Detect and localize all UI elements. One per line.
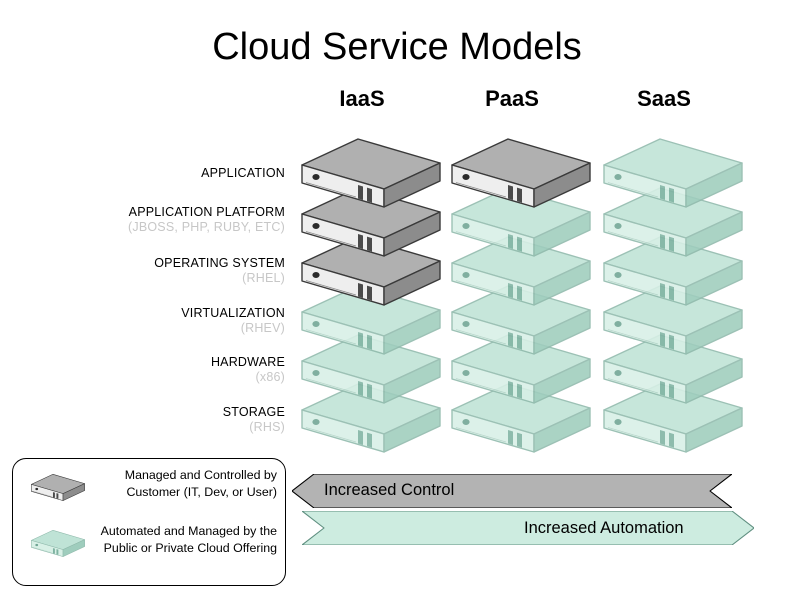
layer-label-main: APPLICATION (201, 166, 285, 180)
server-box-paas-operating-system (446, 235, 596, 315)
server-box-saas-virtualization (598, 284, 748, 364)
legend-item-cloud-label: Automated and Managed by the Public or P… (100, 524, 277, 555)
server-box-saas-storage (598, 382, 748, 462)
layer-label-main: OPERATING SYSTEM (154, 256, 285, 270)
arrow-label-increased-automation: Increased Automation (524, 519, 684, 537)
column-header-saas: SaaS (637, 86, 691, 111)
server-box-iaas-storage (296, 382, 446, 462)
server-box-saas-application (598, 137, 748, 217)
layer-label-application: APPLICATION (5, 166, 285, 181)
server-box-iaas-hardware (296, 333, 446, 413)
arrow-label-increased-control: Increased Control (324, 481, 455, 499)
server-box-paas-application-platform (446, 186, 596, 266)
layer-label-sub: (RHEV) (240, 320, 285, 335)
layer-label-main: APPLICATION PLATFORM (128, 205, 285, 219)
layer-label-virtualization: VIRTUALIZATION(RHEV) (5, 306, 285, 336)
server-box-paas-storage (446, 382, 596, 462)
layer-label-storage: STORAGE(RHS) (5, 405, 285, 435)
server-box-saas-application-platform (598, 186, 748, 266)
layer-label-sub: (RHS) (249, 419, 285, 434)
server-box-paas-application (446, 137, 596, 217)
layer-label-hardware: HARDWARE(x86) (5, 355, 285, 385)
server-box-saas-operating-system (598, 235, 748, 315)
arrow-increased-control (292, 474, 732, 508)
layer-label-sub: (RHEL) (242, 270, 285, 285)
server-box-iaas-operating-system (296, 235, 446, 315)
arrow-increased-automation (302, 511, 754, 545)
server-box-saas-hardware (598, 333, 748, 413)
server-icon-teal (29, 525, 87, 565)
server-box-paas-virtualization (446, 284, 596, 364)
layer-label-sub: (x86) (255, 369, 285, 384)
layer-label-sub: (JBOSS, PHP, RUBY, ETC) (128, 219, 285, 234)
legend-box: Managed and Controlled by Customer (IT, … (12, 458, 286, 586)
column-header-paas: PaaS (485, 86, 539, 111)
legend-item-customer-label: Managed and Controlled by Customer (IT, … (124, 468, 277, 499)
layer-label-main: HARDWARE (210, 355, 285, 369)
server-box-iaas-virtualization (296, 284, 446, 364)
page-title: Cloud Service Models (212, 26, 582, 68)
server-box-paas-hardware (446, 333, 596, 413)
column-header-iaas: IaaS (339, 86, 385, 111)
server-box-iaas-application (296, 137, 446, 217)
server-box-iaas-application-platform (296, 186, 446, 266)
layer-label-main: STORAGE (222, 405, 285, 419)
server-icon-gray (29, 469, 87, 509)
layer-label-main: VIRTUALIZATION (181, 306, 285, 320)
layer-label-application-platform: APPLICATION PLATFORM(JBOSS, PHP, RUBY, E… (5, 205, 285, 235)
layer-label-operating-system: OPERATING SYSTEM(RHEL) (5, 256, 285, 286)
